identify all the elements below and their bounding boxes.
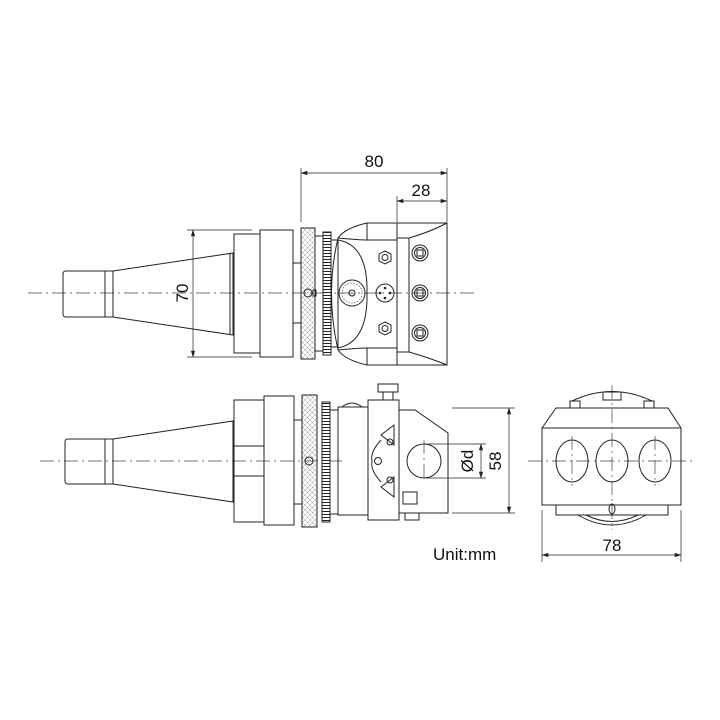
- dimension-od: Ød: [424, 443, 486, 479]
- dimension-80: 80: [300, 152, 448, 222]
- knurled-ring: [301, 394, 318, 528]
- dimension-28: 28: [396, 181, 448, 222]
- body: [337, 406, 369, 516]
- dimension-label: 70: [173, 284, 192, 303]
- hex-nut-icon: [378, 321, 392, 336]
- dial-icon: [338, 279, 366, 307]
- gear-ring: [322, 231, 332, 356]
- top-view: 80 28 70: [28, 152, 475, 366]
- wedge-icon: [380, 423, 395, 499]
- flange: [233, 233, 261, 354]
- dimension-78: 78: [541, 510, 682, 562]
- dimension-58: 58: [452, 407, 515, 514]
- hex-nut-icon: [378, 250, 392, 265]
- end-view: 78: [528, 385, 695, 562]
- head: [331, 222, 448, 366]
- clamp-screw-icon: [402, 491, 418, 505]
- dimension-label: 78: [603, 536, 622, 555]
- shank-collar: [104, 270, 114, 318]
- adjust-screw-icon: [375, 283, 395, 303]
- socket-screw-icon: [411, 244, 429, 342]
- flange-body: [259, 229, 294, 358]
- adjust-knob-icon: [377, 383, 399, 393]
- dimension-70: 70: [173, 229, 252, 358]
- dimension-label: 58: [486, 452, 505, 471]
- lock-screw-icon: [303, 288, 313, 298]
- bore-hole: [595, 439, 629, 483]
- shank: [64, 438, 106, 485]
- side-view: Ød 58: [40, 383, 515, 528]
- dimension-label: 28: [412, 181, 431, 200]
- unit-label: Unit:mm: [433, 545, 496, 564]
- gear-ring: [321, 401, 331, 523]
- head: [399, 409, 449, 514]
- adjust-knob-icon: [602, 391, 622, 401]
- dimension-label: 80: [365, 152, 384, 171]
- tool-block: [367, 399, 400, 521]
- dimension-label: Ød: [458, 450, 477, 473]
- shank: [62, 270, 106, 318]
- head-body: [541, 407, 682, 506]
- taper: [112, 252, 234, 336]
